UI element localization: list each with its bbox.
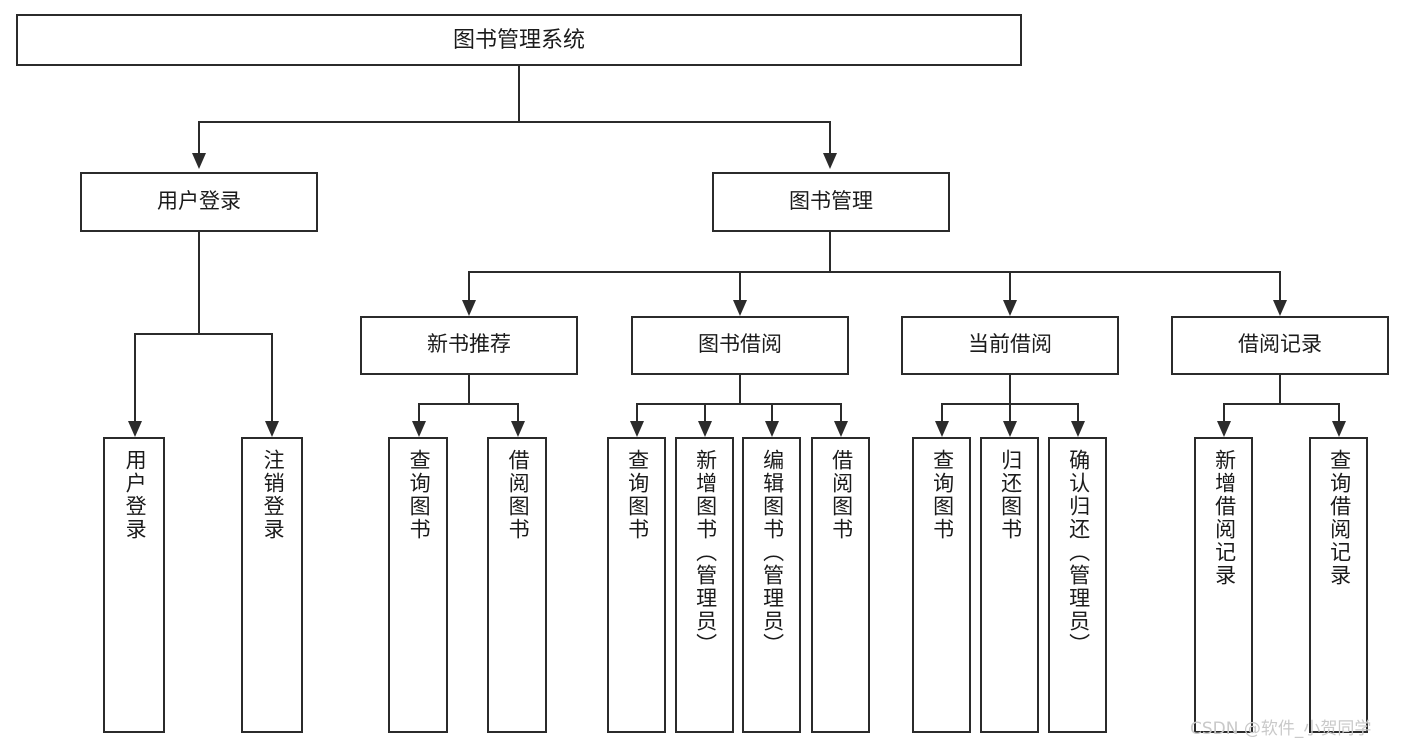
arrowhead-current-borrow-leaf-3 bbox=[1071, 421, 1085, 437]
connector-book-manage-to-borrow bbox=[739, 271, 741, 300]
arrowhead-user-login-leaf-1 bbox=[128, 421, 142, 437]
leaf-new-book-borrow[interactable]: 借阅图书 bbox=[487, 437, 547, 733]
leaf-current-borrow-return[interactable]: 归还图书 bbox=[980, 437, 1039, 733]
arrowhead-user-login-leaf-2 bbox=[265, 421, 279, 437]
leaf-book-borrow-edit[interactable]: 编辑图书（管理员） bbox=[742, 437, 801, 733]
connector-root-to-user-login bbox=[198, 121, 200, 153]
node-user-login[interactable]: 用户登录 bbox=[80, 172, 318, 232]
connector-current-borrow-to-leaf-3 bbox=[1077, 403, 1079, 421]
connector-current-borrow-to-leaf-2 bbox=[1009, 403, 1011, 421]
connector-root-stem bbox=[518, 66, 520, 122]
leaf-borrow-record-add-label: 新增借阅记录 bbox=[1212, 449, 1236, 587]
arrowhead-new-book-leaf-1 bbox=[412, 421, 426, 437]
arrowhead-current-borrow-leaf-2 bbox=[1003, 421, 1017, 437]
arrowhead-book-manage-new-book bbox=[462, 300, 476, 316]
arrowhead-book-manage-current bbox=[1003, 300, 1017, 316]
node-new-book-recommend-label: 新书推荐 bbox=[427, 333, 511, 357]
node-current-borrow-label: 当前借阅 bbox=[968, 333, 1052, 357]
leaf-current-borrow-confirm[interactable]: 确认归还（管理员） bbox=[1048, 437, 1107, 733]
connector-book-manage-to-new-book bbox=[468, 271, 470, 300]
connector-borrow-record-stem bbox=[1279, 375, 1281, 404]
leaf-current-borrow-query[interactable]: 查询图书 bbox=[912, 437, 971, 733]
connector-user-login-stem bbox=[198, 232, 200, 334]
connector-book-borrow-stem bbox=[739, 375, 741, 404]
leaf-new-book-borrow-label: 借阅图书 bbox=[506, 449, 530, 541]
leaf-book-borrow-borrow-label: 借阅图书 bbox=[829, 449, 853, 541]
connector-new-book-to-leaf-2 bbox=[517, 403, 519, 421]
leaf-book-borrow-add-label: 新增图书（管理员） bbox=[693, 449, 717, 656]
arrowhead-book-borrow-leaf-2 bbox=[698, 421, 712, 437]
node-user-login-label: 用户登录 bbox=[157, 189, 241, 213]
node-new-book-recommend[interactable]: 新书推荐 bbox=[360, 316, 578, 375]
leaf-borrow-record-add[interactable]: 新增借阅记录 bbox=[1194, 437, 1253, 733]
node-root-system-label: 图书管理系统 bbox=[452, 27, 585, 53]
connector-new-book-to-leaf-1 bbox=[418, 403, 420, 421]
leaf-new-book-query[interactable]: 查询图书 bbox=[388, 437, 448, 733]
arrowhead-root-to-user-login bbox=[192, 153, 206, 169]
leaf-user-login-login-label: 用户登录 bbox=[123, 449, 147, 541]
connector-book-manage-to-record bbox=[1279, 271, 1281, 300]
node-book-manage[interactable]: 图书管理 bbox=[712, 172, 950, 232]
leaf-book-borrow-query-label: 查询图书 bbox=[625, 449, 649, 541]
node-current-borrow[interactable]: 当前借阅 bbox=[901, 316, 1119, 375]
connector-borrow-record-to-leaf-2 bbox=[1338, 403, 1340, 421]
connector-root-to-book-manage bbox=[829, 121, 831, 153]
arrowhead-book-borrow-leaf-4 bbox=[834, 421, 848, 437]
leaf-book-borrow-add[interactable]: 新增图书（管理员） bbox=[675, 437, 734, 733]
arrowhead-book-borrow-leaf-3 bbox=[765, 421, 779, 437]
connector-book-borrow-to-leaf-1 bbox=[636, 403, 638, 421]
connector-borrow-record-to-leaf-1 bbox=[1223, 403, 1225, 421]
arrowhead-borrow-record-leaf-1 bbox=[1217, 421, 1231, 437]
connector-book-manage-stem bbox=[829, 232, 831, 272]
connector-book-borrow-to-leaf-3 bbox=[771, 403, 773, 421]
connector-book-borrow-bus bbox=[636, 403, 841, 405]
node-book-manage-label: 图书管理 bbox=[789, 189, 873, 213]
connector-book-manage-to-current bbox=[1009, 271, 1011, 300]
arrowhead-book-borrow-leaf-1 bbox=[630, 421, 644, 437]
leaf-current-borrow-return-label: 归还图书 bbox=[998, 449, 1022, 541]
leaf-user-login-login[interactable]: 用户登录 bbox=[103, 437, 165, 733]
connector-borrow-record-bus bbox=[1223, 403, 1339, 405]
connector-book-borrow-to-leaf-4 bbox=[840, 403, 842, 421]
leaf-book-borrow-edit-label: 编辑图书（管理员） bbox=[760, 449, 784, 656]
arrowhead-root-to-book-manage bbox=[823, 153, 837, 169]
leaf-borrow-record-query[interactable]: 查询借阅记录 bbox=[1309, 437, 1368, 733]
connector-new-book-bus bbox=[418, 403, 518, 405]
node-book-borrow[interactable]: 图书借阅 bbox=[631, 316, 849, 375]
connector-user-login-to-leaf-2 bbox=[271, 333, 273, 421]
arrowhead-current-borrow-leaf-1 bbox=[935, 421, 949, 437]
leaf-book-borrow-query[interactable]: 查询图书 bbox=[607, 437, 666, 733]
leaf-user-login-logout[interactable]: 注销登录 bbox=[241, 437, 303, 733]
leaf-book-borrow-borrow[interactable]: 借阅图书 bbox=[811, 437, 870, 733]
node-borrow-record[interactable]: 借阅记录 bbox=[1171, 316, 1389, 375]
csdn-watermark: CSDN @软件_小贺同学 bbox=[1190, 719, 1372, 739]
connector-book-manage-bus bbox=[468, 271, 1280, 273]
connector-current-borrow-to-leaf-1 bbox=[941, 403, 943, 421]
arrowhead-new-book-leaf-2 bbox=[511, 421, 525, 437]
connector-book-borrow-to-leaf-2 bbox=[704, 403, 706, 421]
arrowhead-borrow-record-leaf-2 bbox=[1332, 421, 1346, 437]
arrowhead-book-manage-record bbox=[1273, 300, 1287, 316]
connector-user-login-to-leaf-1 bbox=[134, 333, 136, 421]
connector-new-book-stem bbox=[468, 375, 470, 404]
connector-user-login-bus bbox=[134, 333, 272, 335]
leaf-user-login-logout-label: 注销登录 bbox=[261, 449, 285, 541]
leaf-current-borrow-query-label: 查询图书 bbox=[930, 449, 954, 541]
connector-current-borrow-stem bbox=[1009, 375, 1011, 404]
leaf-new-book-query-label: 查询图书 bbox=[407, 449, 431, 541]
node-root-system[interactable]: 图书管理系统 bbox=[16, 14, 1022, 66]
leaf-borrow-record-query-label: 查询借阅记录 bbox=[1327, 449, 1351, 587]
arrowhead-book-manage-borrow bbox=[733, 300, 747, 316]
leaf-current-borrow-confirm-label: 确认归还（管理员） bbox=[1066, 449, 1090, 656]
node-borrow-record-label: 借阅记录 bbox=[1238, 333, 1322, 357]
connector-root-bus bbox=[198, 121, 830, 123]
node-book-borrow-label: 图书借阅 bbox=[698, 333, 782, 357]
